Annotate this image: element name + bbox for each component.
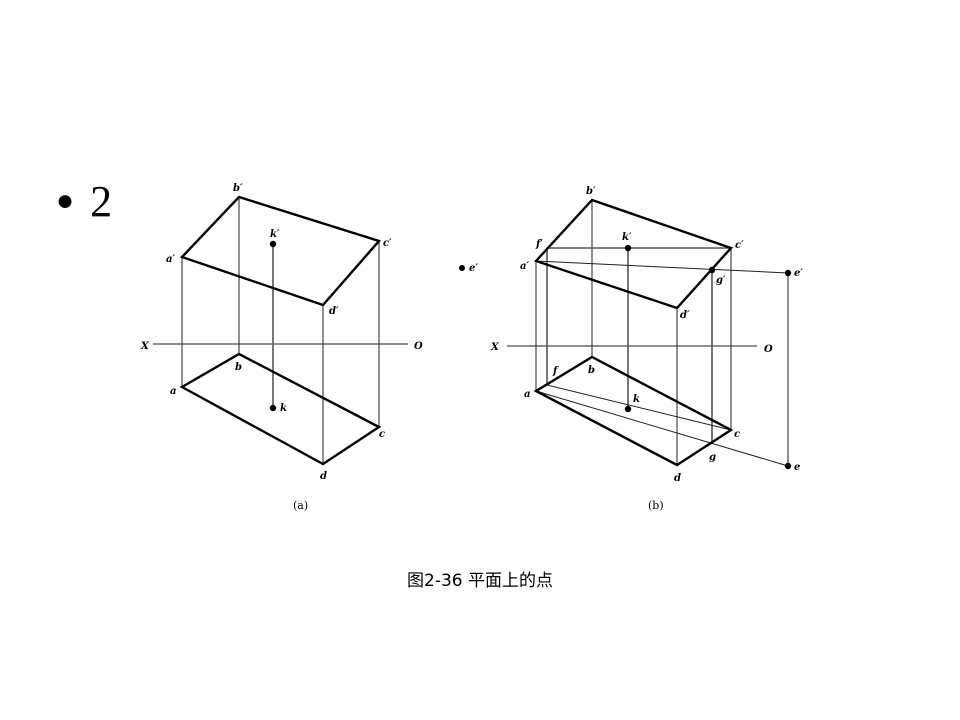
bullet-item: ●2 — [56, 176, 120, 227]
line-a-prime-e-prime — [535, 260, 789, 274]
point-g-prime — [708, 266, 716, 274]
line-f-c — [546, 384, 732, 431]
front-view-plane — [533, 198, 734, 310]
label-g: g — [709, 452, 716, 463]
label-k-prime: k′ — [622, 232, 632, 243]
point-k — [624, 405, 632, 413]
label-axis-x: X — [490, 342, 500, 353]
label-b: b — [235, 362, 242, 373]
label-k-prime: k′ — [270, 229, 280, 240]
label-axis-x: X — [140, 341, 150, 352]
label-b-prime: b′ — [586, 186, 596, 197]
label-a-prime: a′ — [166, 254, 175, 265]
top-view-plane — [179, 352, 382, 466]
point-k-prime — [269, 240, 277, 248]
label-d-prime: d′ — [680, 310, 690, 321]
label-b-prime: b′ — [233, 183, 243, 194]
label-d: d — [674, 473, 681, 484]
point-k — [269, 404, 277, 412]
bullet-text: 2 — [90, 177, 113, 226]
figure-caption: 图2-36 平面上的点 — [407, 571, 553, 591]
label-c: c — [379, 429, 385, 440]
label-c-prime: c′ — [735, 240, 744, 251]
label-axis-o: O — [764, 344, 773, 355]
label-g-prime: g′ — [716, 275, 726, 286]
label-d: d — [320, 471, 327, 482]
figure-a: b′ a′ c′ d′ k′ b a c d k X O (a) — [140, 183, 423, 512]
label-a: a — [524, 389, 530, 400]
label-a: a — [170, 386, 176, 397]
label-f: f — [552, 366, 559, 377]
label-e-prime: e′ — [794, 268, 803, 279]
figure-b-label: (b) — [648, 499, 664, 512]
point-e — [784, 462, 792, 470]
point-e-prime — [784, 269, 792, 277]
bullet-dot-icon: ● — [56, 184, 75, 217]
label-e-prime-lone: e′ — [469, 263, 478, 274]
label-k: k — [280, 403, 287, 414]
label-b: b — [588, 365, 595, 376]
label-a-prime: a′ — [520, 261, 529, 272]
label-d-prime: d′ — [329, 306, 339, 317]
top-view-plane — [533, 355, 734, 467]
line-a-e — [535, 390, 789, 467]
point-k-prime — [624, 244, 632, 252]
label-c: c — [734, 429, 740, 440]
label-f-prime: f′ — [535, 239, 543, 250]
figure-a-label: (a) — [293, 499, 308, 512]
label-axis-o: O — [414, 341, 423, 352]
label-e: e — [794, 462, 800, 473]
point-e-prime-lone — [459, 265, 465, 271]
front-view-plane — [179, 195, 382, 307]
label-c-prime: c′ — [383, 238, 392, 249]
figure-b: e′ b′ f′ a′ k′ c′ g′ — [459, 186, 803, 512]
label-k: k — [633, 394, 640, 405]
